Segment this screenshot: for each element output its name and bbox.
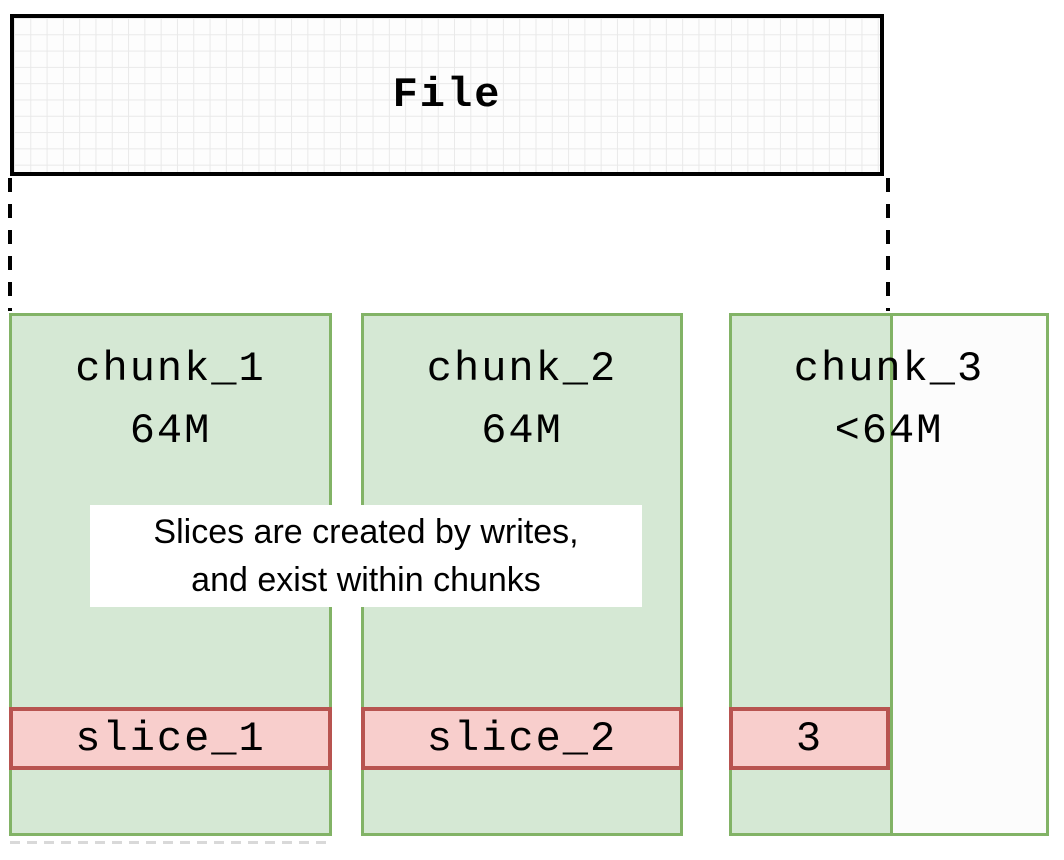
dashed-connector-right [886, 178, 890, 311]
file-box: File [10, 14, 884, 176]
slice-label: 3 [795, 714, 824, 763]
chunk-size: 64M [481, 407, 563, 455]
slice-box-1: slice_1 [9, 707, 332, 770]
chunk-label: chunk_1 64M [12, 338, 329, 462]
chunk-name: chunk_1 [75, 345, 266, 393]
chunk-name: chunk_3 [793, 345, 985, 393]
annotation-line-1: Slices are created by writes, [153, 513, 579, 551]
chunk3-fill-divider [890, 316, 893, 833]
faint-dashed-line [10, 841, 330, 844]
chunk-label: chunk_3 <64M [732, 338, 1046, 462]
chunk-size: 64M [129, 407, 212, 455]
slice-box-3: 3 [729, 707, 890, 770]
slice-label: slice_1 [75, 714, 266, 763]
dashed-connector-left [8, 178, 12, 311]
annotation-line-2: and exist within chunks [191, 561, 541, 599]
slice-label: slice_2 [426, 714, 618, 763]
slice-box-2: slice_2 [361, 707, 683, 770]
chunk-name: chunk_2 [426, 345, 618, 393]
annotation-box: Slices are created by writes, and exist … [90, 505, 642, 607]
chunk-size: <64M [834, 407, 944, 455]
file-label: File [392, 71, 502, 119]
chunk-label: chunk_2 64M [364, 338, 680, 462]
